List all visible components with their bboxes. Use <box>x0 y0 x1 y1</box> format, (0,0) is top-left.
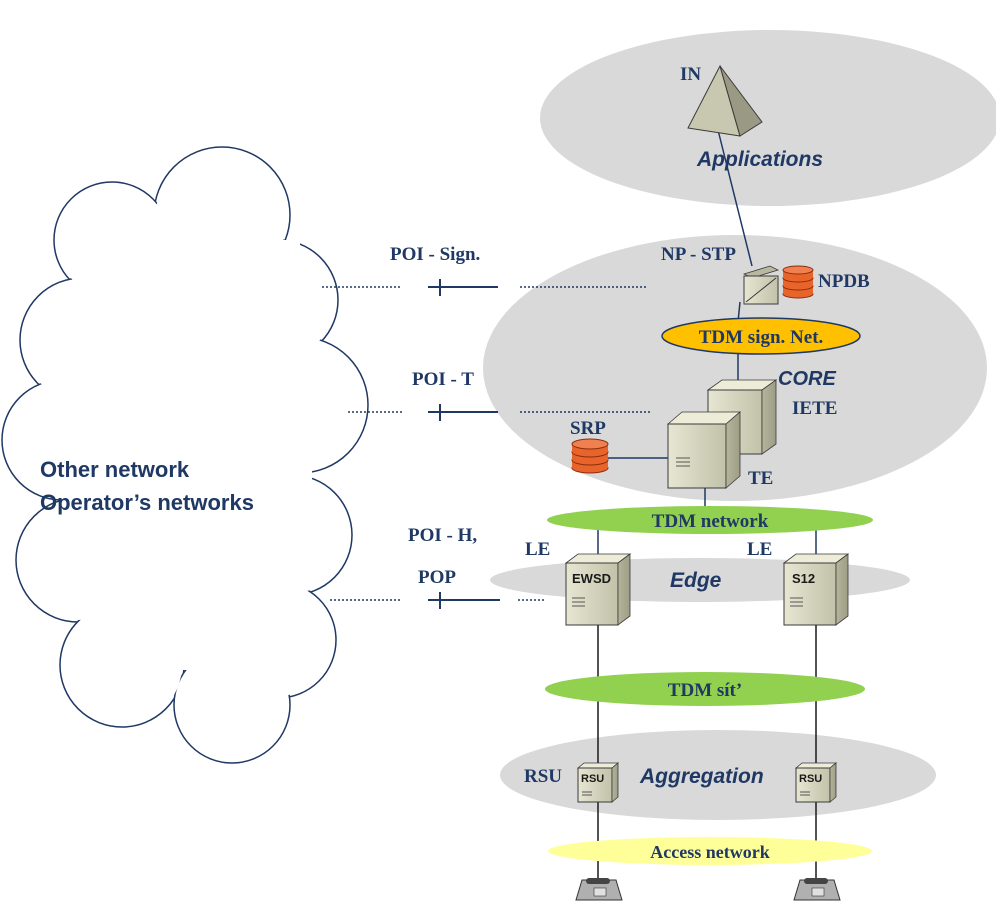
srp-label: SRP <box>570 418 606 439</box>
cloud-label-line1: Other network <box>40 457 190 482</box>
rsu-right-box-label: RSU <box>799 773 822 785</box>
phone-right-icon <box>793 878 841 901</box>
connection-lines <box>597 129 817 560</box>
tdm-sit-ellipse <box>545 672 865 706</box>
tdm-sit-label: TDM sít’ <box>668 680 742 701</box>
npdb-label: NPDB <box>818 271 870 292</box>
rsu-right-icon <box>794 762 838 803</box>
applications-label: Applications <box>696 148 823 171</box>
npdb-database-icon <box>782 265 814 299</box>
s12-switch-icon <box>782 553 850 626</box>
core-label: CORE <box>778 368 836 390</box>
core-layer-ellipse <box>483 235 987 501</box>
aggregation-label: Aggregation <box>639 765 764 788</box>
poi-h-link <box>330 592 545 609</box>
iete-label: IETE <box>792 398 837 419</box>
access-network-label: Access network <box>650 842 769 862</box>
te-label: TE <box>748 468 773 489</box>
le-left-label: LE <box>525 539 550 560</box>
tdm-network-label: TDM network <box>652 511 769 532</box>
tdm-network-ellipse <box>547 506 873 534</box>
poi-sign-link <box>322 279 648 296</box>
te-server-icon <box>666 411 742 489</box>
poi-sign-label: POI - Sign. <box>390 244 480 265</box>
rsu-left-icon <box>576 762 620 803</box>
in-label: IN <box>680 64 701 85</box>
ewsd-switch-icon <box>564 553 632 626</box>
rsu-label: RSU <box>524 766 562 787</box>
applications-layer-ellipse <box>540 30 996 206</box>
srp-database-icon <box>571 438 609 474</box>
phone-left-icon <box>575 878 623 901</box>
cloud-label-line2: Operator’s networks <box>40 490 254 515</box>
in-pyramid-icon <box>687 64 763 137</box>
access-network-ellipse <box>548 837 872 865</box>
poi-t-link <box>348 404 650 421</box>
edge-label: Edge <box>670 569 722 592</box>
poi-t-label: POI - T <box>412 369 474 390</box>
tdm-sign-net-ellipse <box>661 317 861 355</box>
vertical-links <box>597 625 817 878</box>
rsu-left-box-label: RSU <box>581 773 604 785</box>
np-stp-label: NP - STP <box>661 244 736 265</box>
tdm-sign-net-label: TDM sign. Net. <box>699 327 824 348</box>
ewsd-label: EWSD <box>572 571 611 586</box>
pop-label: POP <box>418 567 456 588</box>
s12-label: S12 <box>792 571 815 586</box>
stp-switch-icon <box>742 265 780 305</box>
other-networks-cloud <box>1 146 369 764</box>
le-right-label: LE <box>747 539 772 560</box>
poi-h-label: POI - H, <box>408 525 477 546</box>
